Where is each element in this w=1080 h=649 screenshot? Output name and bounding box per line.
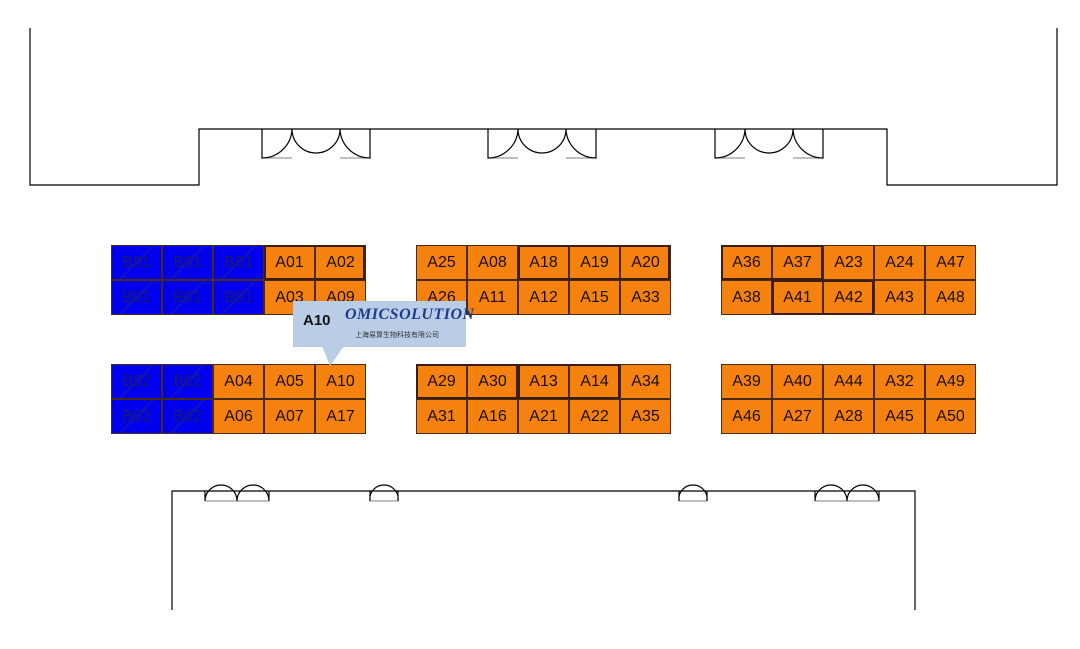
- booth-a05[interactable]: A05: [264, 364, 315, 399]
- booth-b01[interactable]: B01: [213, 280, 264, 315]
- booth-b01[interactable]: B01: [162, 280, 213, 315]
- booth-a42[interactable]: A42: [823, 280, 874, 315]
- booth-a35[interactable]: A35: [620, 399, 671, 434]
- booth-a32[interactable]: A32: [874, 364, 925, 399]
- booth-a33[interactable]: A33: [620, 280, 671, 315]
- booth-a10[interactable]: A10: [315, 364, 366, 399]
- booth-a16[interactable]: A16: [467, 399, 518, 434]
- booth-a12[interactable]: A12: [518, 280, 569, 315]
- exhibitor-logo: OMICSOLUTION: [345, 306, 475, 323]
- booth-a40[interactable]: A40: [772, 364, 823, 399]
- booth-a29[interactable]: A29: [416, 364, 467, 399]
- booth-b01[interactable]: B01: [213, 245, 264, 280]
- booth-a39[interactable]: A39: [721, 364, 772, 399]
- booth-a24[interactable]: A24: [874, 245, 925, 280]
- booth-b02[interactable]: B02: [111, 364, 162, 399]
- booth-a37[interactable]: A37: [772, 245, 823, 280]
- booth-a25[interactable]: A25: [416, 245, 467, 280]
- booth-a30[interactable]: A30: [467, 364, 518, 399]
- booth-a02[interactable]: A02: [315, 245, 366, 280]
- booth-a07[interactable]: A07: [264, 399, 315, 434]
- booth-a13[interactable]: A13: [518, 364, 569, 399]
- booth-a04[interactable]: A04: [213, 364, 264, 399]
- booth-a21[interactable]: A21: [518, 399, 569, 434]
- booth-a08[interactable]: A08: [467, 245, 518, 280]
- booth-a34[interactable]: A34: [620, 364, 671, 399]
- booth-a31[interactable]: A31: [416, 399, 467, 434]
- booth-a28[interactable]: A28: [823, 399, 874, 434]
- booth-a44[interactable]: A44: [823, 364, 874, 399]
- booth-a19[interactable]: A19: [569, 245, 620, 280]
- callout-booth-number: A10: [303, 312, 331, 329]
- booth-a15[interactable]: A15: [569, 280, 620, 315]
- booth-b02[interactable]: B02: [162, 364, 213, 399]
- booth-b01[interactable]: B01: [162, 245, 213, 280]
- booth-a46[interactable]: A46: [721, 399, 772, 434]
- booth-b01[interactable]: B01: [111, 280, 162, 315]
- callout-pointer: [322, 346, 344, 366]
- booth-a41[interactable]: A41: [772, 280, 823, 315]
- booth-a50[interactable]: A50: [925, 399, 976, 434]
- exhibitor-company-name: 上海易算生物科技有限公司: [355, 332, 439, 339]
- booth-a20[interactable]: A20: [620, 245, 671, 280]
- booth-a22[interactable]: A22: [569, 399, 620, 434]
- booth-a45[interactable]: A45: [874, 399, 925, 434]
- booth-a01[interactable]: A01: [264, 245, 315, 280]
- booth-a17[interactable]: A17: [315, 399, 366, 434]
- booth-a27[interactable]: A27: [772, 399, 823, 434]
- booth-a38[interactable]: A38: [721, 280, 772, 315]
- booth-a18[interactable]: A18: [518, 245, 569, 280]
- booth-a43[interactable]: A43: [874, 280, 925, 315]
- exhibitor-callout[interactable]: A10 OMICSOLUTION 上海易算生物科技有限公司: [293, 301, 474, 347]
- booth-b02[interactable]: B02: [162, 399, 213, 434]
- booth-a48[interactable]: A48: [925, 280, 976, 315]
- booth-b01[interactable]: B01: [111, 245, 162, 280]
- booth-a11[interactable]: A11: [467, 280, 518, 315]
- booth-a14[interactable]: A14: [569, 364, 620, 399]
- booth-a49[interactable]: A49: [925, 364, 976, 399]
- booth-a47[interactable]: A47: [925, 245, 976, 280]
- booth-b02[interactable]: B02: [111, 399, 162, 434]
- booth-a06[interactable]: A06: [213, 399, 264, 434]
- booth-a36[interactable]: A36: [721, 245, 772, 280]
- booth-a23[interactable]: A23: [823, 245, 874, 280]
